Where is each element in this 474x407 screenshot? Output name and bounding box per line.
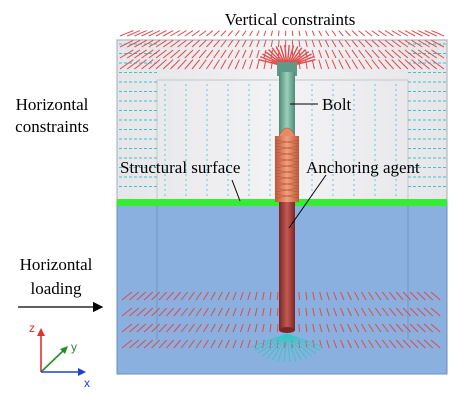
axis-label-z: z (29, 322, 35, 334)
vertical-constraint-arrow (206, 31, 212, 36)
vertical-constraint-arrow (120, 31, 133, 36)
axis-label-y: y (71, 341, 77, 353)
vertical-constraint-arrow (319, 31, 322, 36)
coordinate-axes (37, 328, 86, 376)
vertical-constraint-arrow (325, 31, 328, 36)
label-horizontal-loading-line2: loading (6, 280, 106, 298)
vertical-constraint-arrow (242, 31, 246, 36)
vertical-constraint-arrow (359, 31, 365, 36)
label-horizontal-constraints: Horizontal constraints (2, 96, 102, 136)
vertical-constraint-arrow (278, 40, 279, 47)
vertical-constraint-arrow (199, 31, 206, 36)
vertical-constraint-arrow (134, 31, 146, 36)
vertical-constraint-arrow (299, 31, 300, 36)
label-vertical-constraints: Vertical constraints (175, 11, 405, 29)
vertical-constraint-arrow (378, 31, 386, 36)
vertical-constraint-arrow (228, 31, 233, 36)
vertical-constraint-arrow (425, 31, 437, 36)
label-horizontal-constraints-line2: constraints (2, 118, 102, 136)
label-anchoring-agent: Anchoring agent (306, 159, 420, 177)
label-horizontal-constraints-line1: Horizontal (2, 96, 102, 114)
axis-label-x: x (84, 377, 90, 389)
bottom-constraint-arrow (277, 324, 278, 332)
bottom-constraint-arrow (277, 308, 278, 316)
label-horizontal-loading: Horizontal loading (6, 256, 106, 298)
vertical-constraint-arrow (372, 31, 379, 36)
bottom-constraint-arrow (277, 292, 278, 300)
vertical-constraint-arrow (352, 31, 358, 36)
vertical-constraint-arrow (221, 31, 226, 36)
vertical-constraint-arrow (312, 31, 314, 36)
vertical-constraint-arrow (332, 31, 336, 36)
vertical-constraint-arrow (278, 31, 279, 36)
vertical-constraint-arrow (192, 31, 200, 36)
vertical-constraint-arrow (339, 31, 343, 36)
vertical-constraint-arrow (264, 31, 266, 36)
vertical-constraint-arrow (235, 31, 239, 36)
label-horizontal-loading-line1: Horizontal (6, 256, 106, 274)
vertical-constraint-arrow (306, 31, 308, 36)
label-structural-surface: Structural surface (120, 159, 240, 177)
bolt-lower-section (279, 202, 295, 330)
vertical-constraint-arrow (365, 31, 372, 36)
vertical-constraint-arrow (214, 31, 220, 36)
vertical-constraint-arrow (127, 31, 140, 36)
vertical-constraint-arrow (250, 31, 253, 36)
vertical-constraint-arrow (345, 31, 350, 36)
vertical-constraint-arrow (271, 31, 272, 36)
anchoring-agent-body (275, 136, 299, 202)
vertical-constraint-arrow (431, 31, 444, 36)
vertical-constraint-arrow (257, 31, 259, 36)
label-bolt: Bolt (322, 96, 351, 114)
bottom-constraint-arrow (277, 340, 278, 348)
vertical-constraint-arrow (185, 31, 193, 36)
